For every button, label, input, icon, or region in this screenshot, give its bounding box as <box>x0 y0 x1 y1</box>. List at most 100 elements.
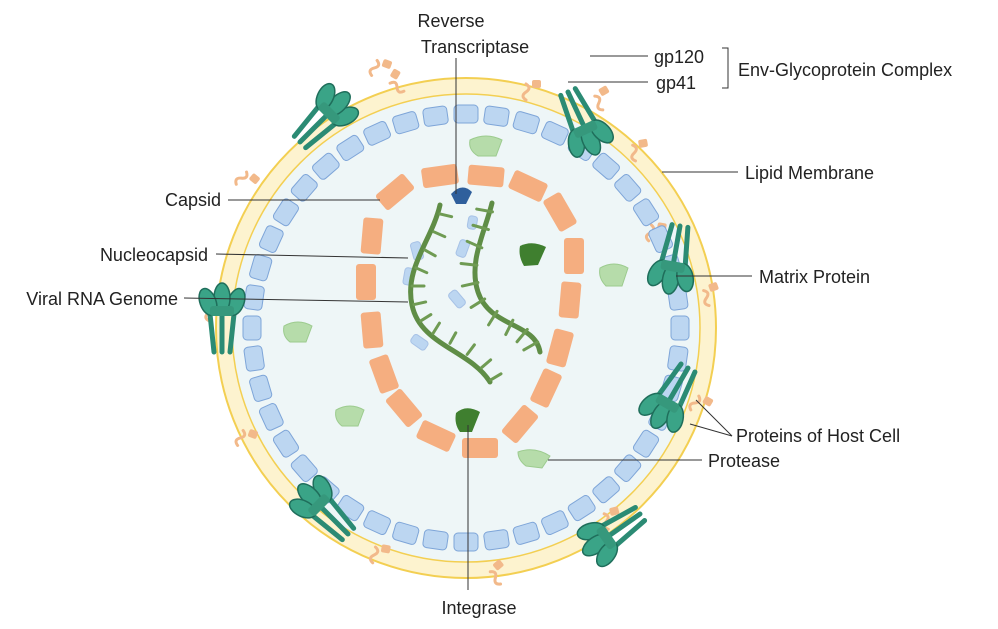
label-integrase: Integrase <box>441 598 516 618</box>
nucleocapsid-icon <box>410 333 429 351</box>
protease-group <box>283 135 629 469</box>
matrix-protein-icon <box>632 429 660 458</box>
host-protein-icon <box>388 68 406 94</box>
label-gp41: gp41 <box>656 73 696 93</box>
host-protein-icon <box>521 80 541 102</box>
host-protein-icon <box>702 282 719 308</box>
label-reverse-transcriptase-line2: Transcriptase <box>421 37 529 57</box>
matrix-protein-icon <box>392 111 420 135</box>
leader-host-protein-2 <box>689 423 733 437</box>
matrix-protein-icon <box>541 510 569 536</box>
host-protein-icon <box>688 394 714 412</box>
matrix-protein-icon <box>243 345 265 372</box>
matrix-protein-icon <box>592 152 620 180</box>
capsid-segment-icon <box>356 264 376 300</box>
matrix-protein-icon <box>512 521 540 545</box>
protease-icon <box>469 135 503 157</box>
env-complex-bracket <box>722 47 729 89</box>
env-glycoprotein-spikes <box>198 82 698 568</box>
matrix-protein-icon <box>483 529 510 551</box>
leader-viral-rna-genome <box>183 297 409 303</box>
capsid-segment-icon <box>376 173 414 211</box>
host-protein-icon <box>593 85 610 112</box>
label-gp120: gp120 <box>654 47 704 67</box>
matrix-protein-icon <box>512 111 540 135</box>
capsid-segment-icon <box>564 238 584 274</box>
matrix-protein-icon <box>258 403 284 431</box>
capsid-segment-icon <box>558 281 582 319</box>
matrix-protein-icon <box>422 529 449 551</box>
glycoprotein-spike-icon <box>288 474 357 543</box>
protease-icon <box>517 449 551 469</box>
matrix-protein-icon <box>567 494 596 522</box>
matrix-protein-icon <box>312 152 340 180</box>
glycoprotein-spike-icon <box>291 82 360 151</box>
capsid-segment-icon <box>462 438 498 458</box>
matrix-protein-icon <box>363 510 391 536</box>
label-lipid-membrane: Lipid Membrane <box>745 163 874 183</box>
matrix-protein-icon <box>422 105 449 127</box>
host-protein-icon <box>234 428 258 447</box>
matrix-protein-icon <box>290 174 318 202</box>
capsid-segment-icon <box>416 420 456 452</box>
label-env-glycoprotein-complex: Env-Glycoprotein Complex <box>738 60 952 80</box>
protease-icon <box>335 405 365 427</box>
integrase-icon <box>519 243 546 266</box>
glycoprotein-spike-icon <box>646 222 695 295</box>
rna-strand-icon <box>472 200 543 355</box>
nucleocapsid-icon <box>448 289 466 309</box>
viral-rna-genome <box>408 200 543 385</box>
host-protein-icon <box>368 544 391 565</box>
matrix-protein-icon <box>453 104 479 124</box>
capsid-segment-icon <box>546 328 574 368</box>
matrix-protein-icon <box>363 120 391 146</box>
matrix-protein-icon <box>290 454 318 482</box>
capsid-segment-icon <box>385 389 423 427</box>
matrix-protein-icon <box>249 374 273 402</box>
matrix-protein-icon <box>249 254 273 282</box>
capsid-segment-icon <box>369 354 399 394</box>
capsid-segment-icon <box>360 311 384 349</box>
capsid-shell <box>356 163 584 458</box>
protease-icon <box>599 263 629 287</box>
label-viral-rna-genome: Viral RNA Genome <box>26 289 178 309</box>
label-proteins-of-host-cell: Proteins of Host Cell <box>736 426 900 446</box>
leader-lines <box>183 47 752 590</box>
label-capsid: Capsid <box>165 190 221 210</box>
matrix-protein-icon <box>632 198 660 227</box>
label-reverse-transcriptase-line1: Reverse <box>417 11 484 31</box>
protease-icon <box>283 321 313 343</box>
label-nucleocapsid: Nucleocapsid <box>100 245 208 265</box>
host-protein-icon <box>234 170 260 186</box>
glycoprotein-spike-icon <box>198 282 246 355</box>
capsid-segment-icon <box>530 368 562 408</box>
matrix-protein-icon <box>670 315 690 341</box>
matrix-protein-icon <box>614 174 642 202</box>
glycoprotein-spike-icon <box>558 86 614 158</box>
matrix-protein-icon <box>242 315 262 341</box>
integrase-icon <box>455 408 480 432</box>
host-protein-icon <box>368 58 392 77</box>
label-matrix-protein: Matrix Protein <box>759 267 870 287</box>
leader-host-protein-1 <box>695 399 733 437</box>
matrix-protein-icon <box>592 476 620 504</box>
glycoprotein-spike-icon <box>576 504 648 568</box>
host-protein-icon <box>488 559 504 586</box>
matrix-protein-icon <box>258 225 284 253</box>
leader-nucleocapsid <box>215 253 409 259</box>
capsid-segment-icon <box>467 164 505 188</box>
matrix-protein-icon <box>272 198 300 227</box>
capsid-segment-icon <box>501 405 539 443</box>
matrix-protein-icon <box>336 134 365 162</box>
glycoprotein-spike-icon <box>638 361 698 433</box>
matrix-protein-icon <box>243 284 265 311</box>
label-protease: Protease <box>708 451 780 471</box>
matrix-protein-icon <box>453 532 479 552</box>
matrix-protein-icon <box>272 429 300 458</box>
host-protein-icon <box>630 138 648 163</box>
matrix-protein-ring <box>242 104 690 552</box>
capsid-segment-icon <box>508 170 548 202</box>
matrix-protein-icon <box>614 454 642 482</box>
matrix-protein-icon <box>483 105 510 127</box>
